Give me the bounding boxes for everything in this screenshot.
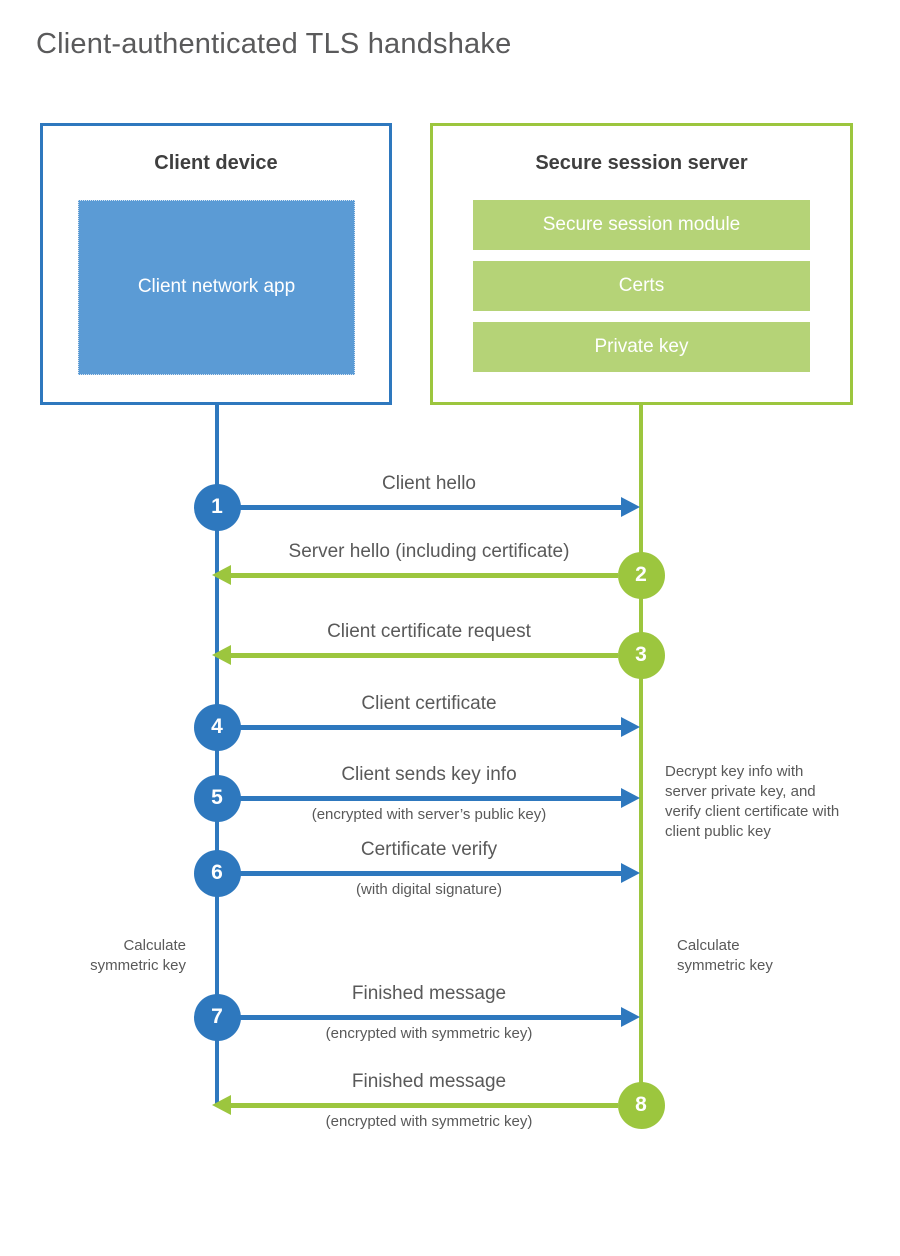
step-6-arrowhead-icon [621, 863, 640, 883]
step-3-arrow-shaft [230, 653, 618, 658]
step-6-label: Certificate verify [360, 839, 498, 860]
server-module-secure-session: Secure session module [473, 200, 810, 250]
step-4-label: Client certificate [361, 693, 497, 714]
step-2-badge: 2 [617, 551, 665, 599]
secure-session-server-title: Secure session server [535, 152, 748, 174]
step-3-badge: 3 [617, 631, 665, 679]
step-3-label: Client certificate request [327, 621, 531, 642]
step-2-arrow-shaft [230, 573, 618, 578]
client-lifeline [215, 405, 219, 1105]
diagram-title: Client-authenticated TLS handshake [36, 28, 512, 60]
step-8-arrow-shaft [230, 1103, 618, 1108]
step-5-arrow-shaft [240, 796, 622, 801]
step-8-label: Finished message [351, 1071, 507, 1092]
server-lifeline [639, 405, 643, 1105]
step-2-arrowhead-icon [212, 565, 231, 585]
step-1-badge: 1 [193, 483, 241, 531]
step-1-arrow-shaft [240, 505, 622, 510]
step-6-badge: 6 [193, 849, 241, 897]
step-7-sublabel: (encrypted with symmetric key) [325, 1025, 533, 1042]
step-5-badge: 5 [193, 774, 241, 822]
step-3-arrowhead-icon [212, 645, 231, 665]
step-7-arrowhead-icon [621, 1007, 640, 1027]
step-7-badge: 7 [193, 993, 241, 1041]
step-7-label: Finished message [351, 983, 507, 1004]
step-7-arrow-shaft [240, 1015, 622, 1020]
step-1-label: Client hello [382, 473, 476, 494]
step-8-arrowhead-icon [212, 1095, 231, 1115]
step-6-sublabel: (with digital signature) [356, 881, 502, 898]
step-4-badge: 4 [193, 703, 241, 751]
step-2-label: Server hello (including certificate) [288, 541, 570, 562]
step-5-label: Client sends key info [341, 764, 517, 785]
step-5-arrowhead-icon [621, 788, 640, 808]
step-8-badge: 8 [617, 1081, 665, 1129]
calc-symmetric-key-note-client: Calculate symmetric key [90, 937, 186, 975]
step-5-sublabel: (encrypted with server’s public key) [311, 806, 547, 823]
client-network-app-label: Client network app [137, 276, 296, 298]
client-device-box: Client device Client network app [40, 123, 392, 405]
client-device-title: Client device [154, 152, 278, 174]
secure-session-server-box: Secure session server Secure session mod… [430, 123, 853, 405]
decrypt-key-note: Decrypt key info with server private key… [665, 763, 840, 841]
calc-symmetric-key-note-server: Calculate symmetric key [677, 937, 773, 975]
step-1-arrowhead-icon [621, 497, 640, 517]
server-module-certs: Certs [473, 261, 810, 311]
client-network-app-box: Client network app [78, 200, 355, 375]
step-4-arrow-shaft [240, 725, 622, 730]
step-6-arrow-shaft [240, 871, 622, 876]
step-4-arrowhead-icon [621, 717, 640, 737]
step-8-sublabel: (encrypted with symmetric key) [325, 1113, 533, 1130]
server-module-private-key: Private key [473, 322, 810, 372]
